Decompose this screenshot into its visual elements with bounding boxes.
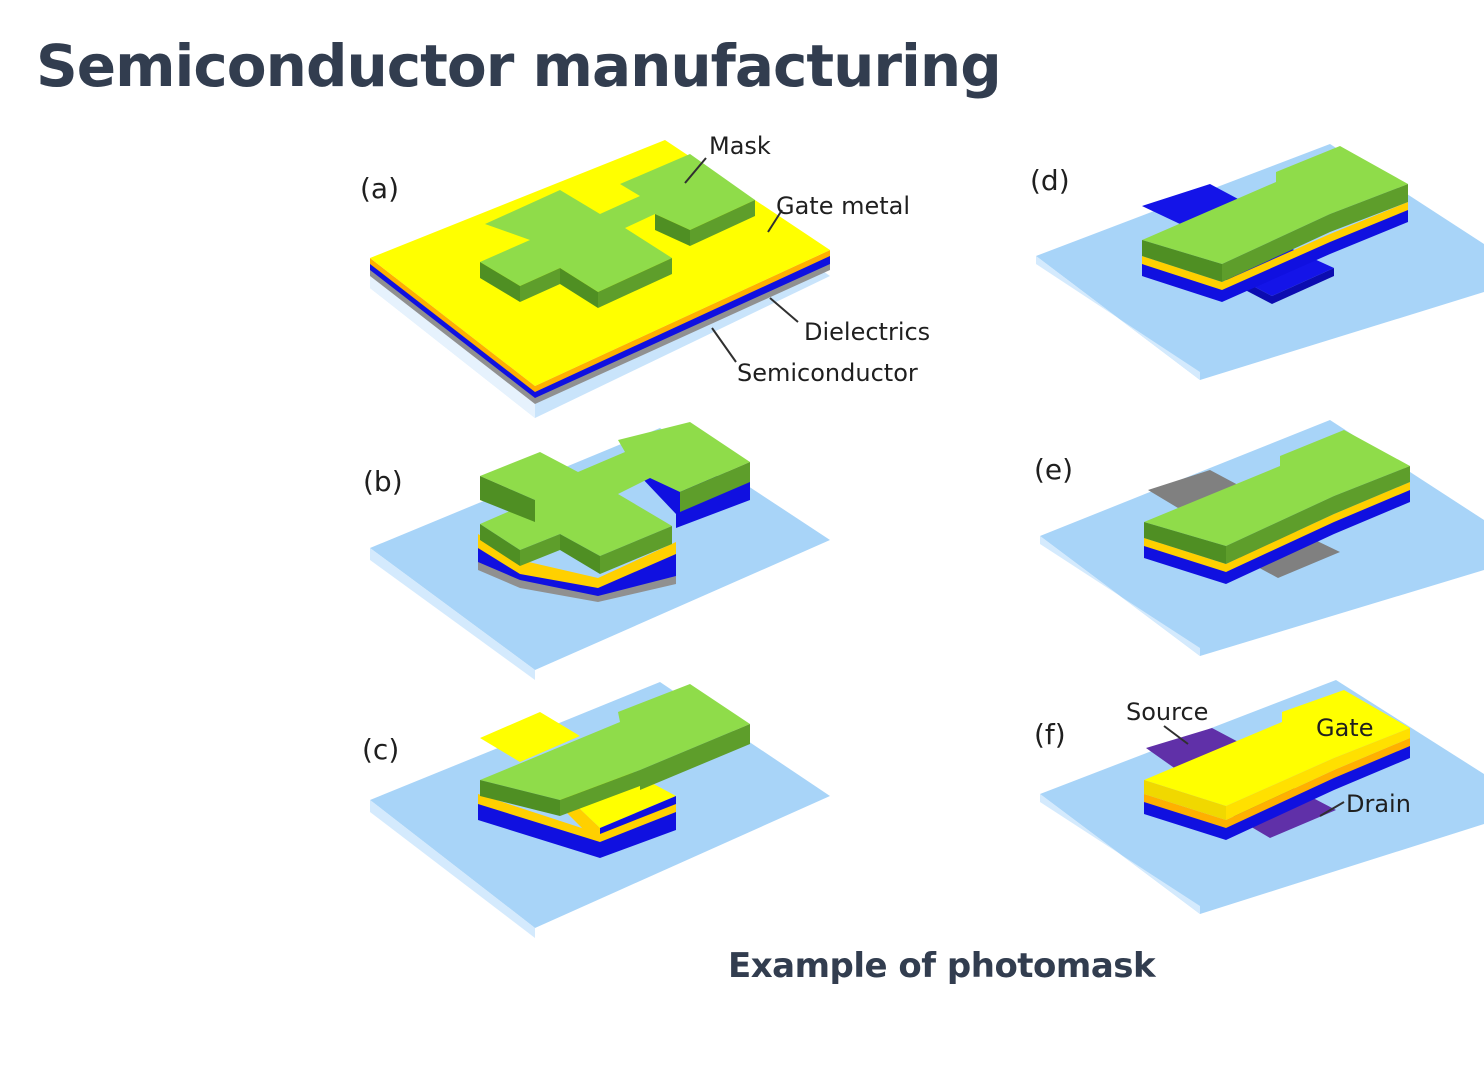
panel-e — [1040, 420, 1484, 656]
leader-lines-f — [1163, 725, 1345, 817]
panel-label-e: (e) — [1034, 453, 1073, 486]
panel-label-b: (b) — [363, 465, 403, 498]
leader-lines-a — [684, 157, 799, 363]
panel-label-f: (f) — [1034, 718, 1066, 751]
page-title: Semiconductor manufacturing — [36, 32, 1002, 100]
panel-d — [1036, 144, 1484, 380]
label-mask: Mask — [709, 132, 771, 160]
label-dielectrics: Dielectrics — [804, 318, 930, 346]
panel-label-c: (c) — [362, 733, 399, 766]
label-gate-metal: Gate metal — [776, 192, 910, 220]
label-source: Source — [1126, 698, 1208, 726]
panel-label-a: (a) — [360, 172, 399, 205]
figure-caption: Example of photomask — [728, 946, 1156, 986]
label-drain: Drain — [1346, 790, 1411, 818]
panel-a — [370, 140, 830, 418]
panel-c — [370, 682, 830, 938]
label-semiconductor: Semiconductor — [737, 359, 918, 387]
panel-label-d: (d) — [1030, 164, 1070, 197]
label-gate: Gate — [1316, 714, 1373, 742]
panel-b — [370, 422, 830, 680]
panel-f — [1040, 680, 1484, 914]
